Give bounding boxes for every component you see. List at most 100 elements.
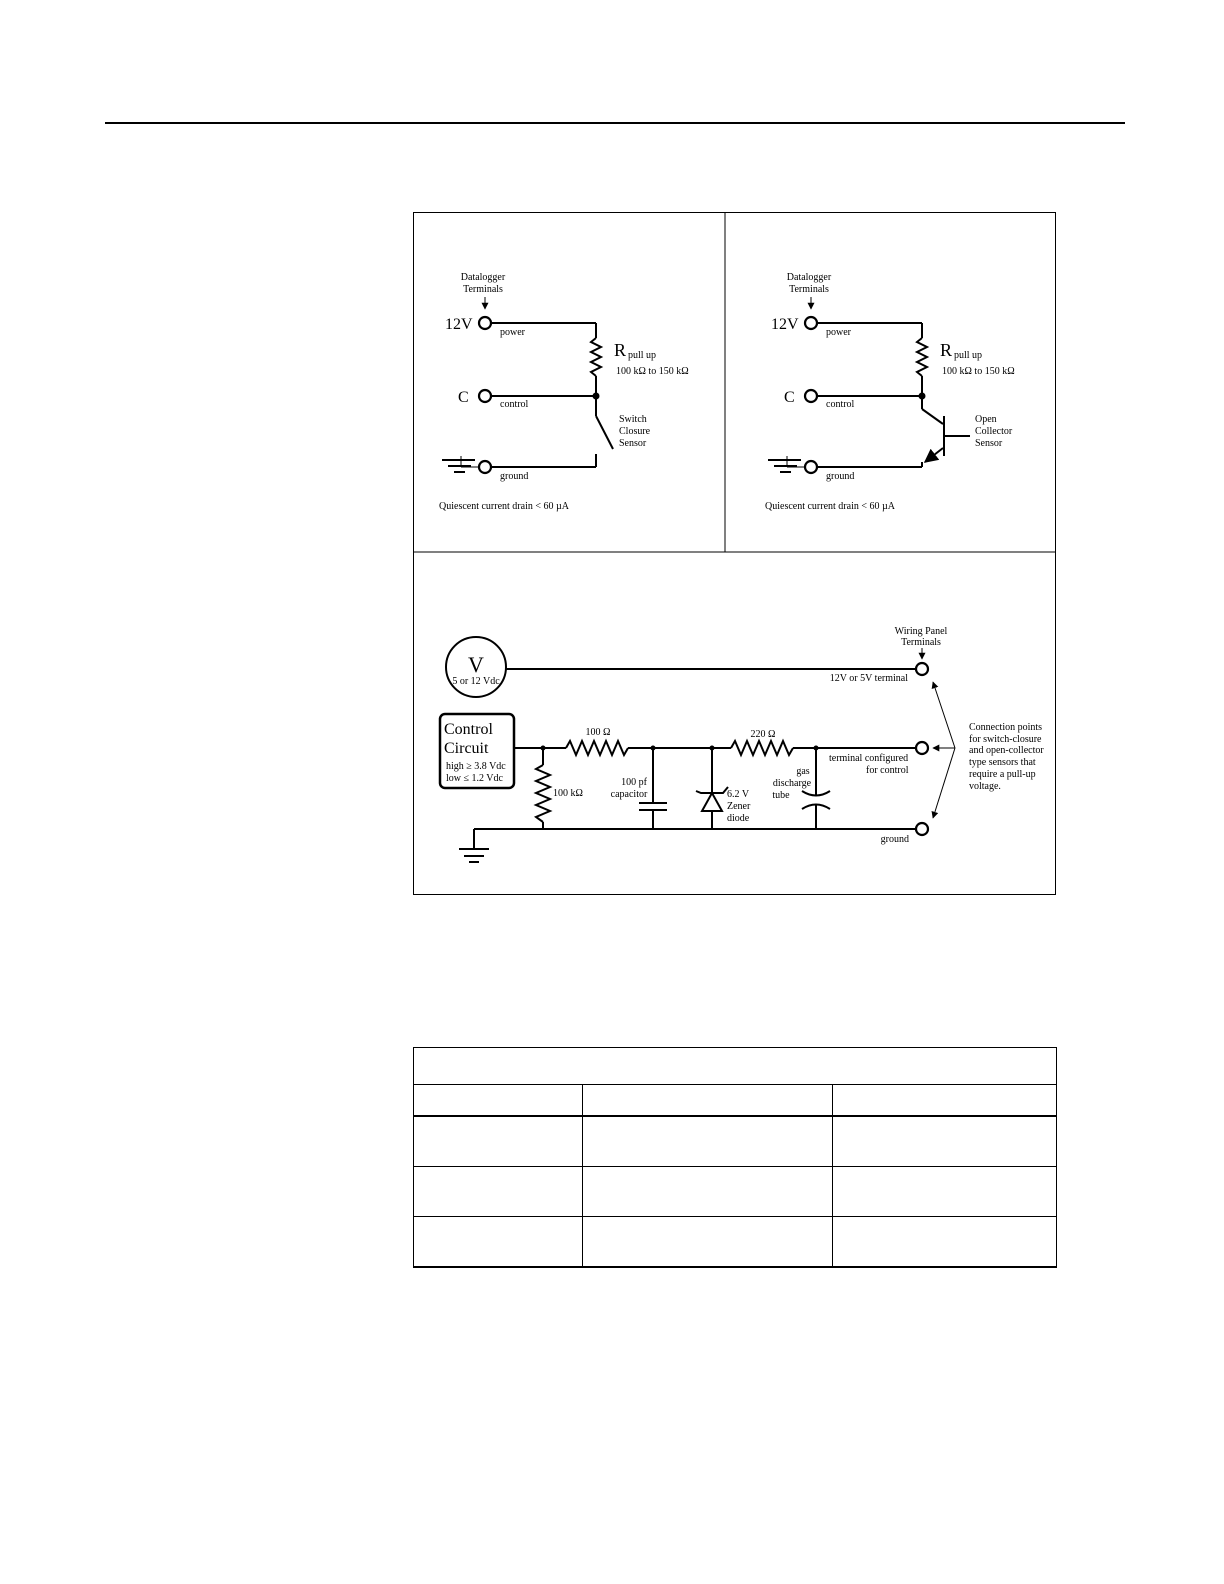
r-symbol-b: R: [940, 340, 952, 360]
sensor-label-b-2: Collector: [975, 426, 1013, 437]
zener-label-2: Zener: [727, 801, 751, 812]
supply-terminal: [914, 661, 930, 677]
pullup-resistor-a: [588, 337, 604, 377]
power-label-a: power: [500, 327, 526, 338]
terminal-c-b: [803, 388, 819, 404]
control-label-b: control: [826, 399, 855, 410]
terminals-label-b-1: Datalogger: [787, 272, 832, 283]
sensor-label-b-3: Sensor: [975, 438, 1003, 449]
table-cell: [831, 1115, 1058, 1167]
wiring-panel-label-2: Terminals: [901, 637, 941, 648]
high-level-label: high ≥ 3.8 Vdc: [446, 761, 506, 772]
table-header-row: [413, 1084, 1058, 1117]
capacitor-label-2: capacitor: [611, 789, 648, 800]
r-symbol-a: R: [614, 340, 626, 360]
header-rule: [105, 122, 1125, 124]
terminals-label-a-2: Terminals: [463, 284, 503, 295]
ground-terminal-label: ground: [881, 834, 909, 845]
gas-tube-label-2: discharge: [773, 778, 812, 789]
pullup-resistor-b: [914, 337, 930, 377]
r-subscript-b: pull up: [954, 350, 982, 361]
zener-triangle: [700, 790, 724, 812]
control-label-a: control: [500, 399, 529, 410]
ground-symbol-c: [459, 829, 489, 863]
panel-control-circuit: V 5 or 12 Vdc Wiring Panel Terminals 12V…: [438, 626, 1044, 863]
terminals-label-a-1: Datalogger: [461, 272, 506, 283]
sensor-label-a-2: Closure: [619, 426, 651, 437]
connection-arrow-up: [931, 681, 956, 749]
control-circuit-label-1: Control: [444, 721, 493, 738]
low-level-label: low ≤ 1.2 Vdc: [446, 773, 504, 784]
terminal-ground-b: [803, 459, 819, 475]
panel-switch-closure: Datalogger Terminals 12V power R pull up…: [439, 272, 689, 512]
table-cell: [413, 1115, 583, 1167]
specification-table: [412, 1047, 1058, 1268]
table-header-cell: [413, 1084, 583, 1117]
connection-note-4: type sensors that: [969, 757, 1036, 768]
specification-table-container: [412, 1047, 1058, 1268]
ground-symbol-a: [442, 456, 479, 473]
current-note-a: Quiescent current drain < 60 µA: [439, 501, 570, 512]
series-resistor-220-ohm: [730, 738, 794, 758]
gas-tube-label-1: gas: [796, 766, 809, 777]
control-terminal: [914, 740, 930, 756]
table-cell: [831, 1166, 1058, 1217]
table-row: [413, 1166, 1058, 1217]
r-subscript-a: pull up: [628, 350, 656, 361]
current-note-b: Quiescent current drain < 60 µA: [765, 501, 896, 512]
shunt-resistor-label: 100 kΩ: [553, 788, 583, 799]
wiring-panel-label-1: Wiring Panel: [895, 626, 948, 637]
table-title: [412, 1047, 1058, 1085]
table-row: [413, 1216, 1058, 1268]
sensor-label-a-3: Sensor: [619, 438, 647, 449]
connection-note-5: require a pull-up: [969, 769, 1036, 780]
control-circuit-box: [438, 712, 516, 790]
table-cell: [582, 1115, 833, 1167]
connection-note-6: voltage.: [969, 781, 1001, 792]
ground-label-a: ground: [500, 471, 528, 482]
series-resistor-1-label: 100 Ω: [586, 727, 611, 738]
circuit-figure: Datalogger Terminals 12V power R pull up…: [413, 212, 1056, 895]
table-cell: [831, 1216, 1058, 1268]
r-range-a: 100 kΩ to 150 kΩ: [616, 366, 689, 377]
table-row: [413, 1115, 1058, 1167]
terminal-ground-a: [477, 459, 493, 475]
voltage-source-label: 5 or 12 Vdc: [452, 676, 500, 687]
ground-symbol-b: [768, 456, 805, 473]
terminal-c-label-a: C: [458, 389, 469, 406]
figure-frame: [413, 212, 1056, 895]
table-cell: [582, 1166, 833, 1217]
voltage-source: [445, 636, 507, 698]
zener-label-3: diode: [727, 813, 750, 824]
terminal-c-label-b: C: [784, 389, 795, 406]
zener-label-1: 6.2 V: [727, 789, 750, 800]
power-label-b: power: [826, 327, 852, 338]
gas-tube-arc-top: [801, 790, 831, 797]
table-header-cell: [582, 1084, 833, 1117]
terminal-c-a: [477, 388, 493, 404]
terminal-12v-b: [803, 315, 819, 331]
series-resistor-100-ohm: [565, 738, 629, 758]
terminals-label-b-2: Terminals: [789, 284, 829, 295]
voltage-source-symbol: V: [468, 652, 484, 677]
gas-tube-label-3: tube: [772, 790, 790, 801]
control-terminal-label-1: terminal configured: [829, 753, 908, 764]
series-resistor-2-label: 220 Ω: [751, 729, 776, 740]
terminal-12v-a: [477, 315, 493, 331]
table-header-cell: [831, 1084, 1058, 1117]
transistor-symbol-b: [921, 396, 970, 467]
connection-note-1: Connection points: [969, 722, 1042, 733]
supply-terminal-label: 12V or 5V terminal: [830, 673, 908, 684]
ground-terminal: [914, 821, 930, 837]
table-cell: [413, 1216, 583, 1268]
control-circuit-label-2: Circuit: [444, 740, 489, 757]
switch-blade-a: [595, 415, 614, 450]
table-title-row: [412, 1047, 1058, 1085]
r-range-b: 100 kΩ to 150 kΩ: [942, 366, 1015, 377]
table-cell: [413, 1166, 583, 1217]
table-cell: [582, 1216, 833, 1268]
sensor-label-a-1: Switch: [619, 414, 647, 425]
terminal-12v-label-a: 12V: [445, 316, 473, 333]
control-terminal-label-2: for control: [866, 765, 909, 776]
capacitor-label-1: 100 pf: [621, 777, 648, 788]
